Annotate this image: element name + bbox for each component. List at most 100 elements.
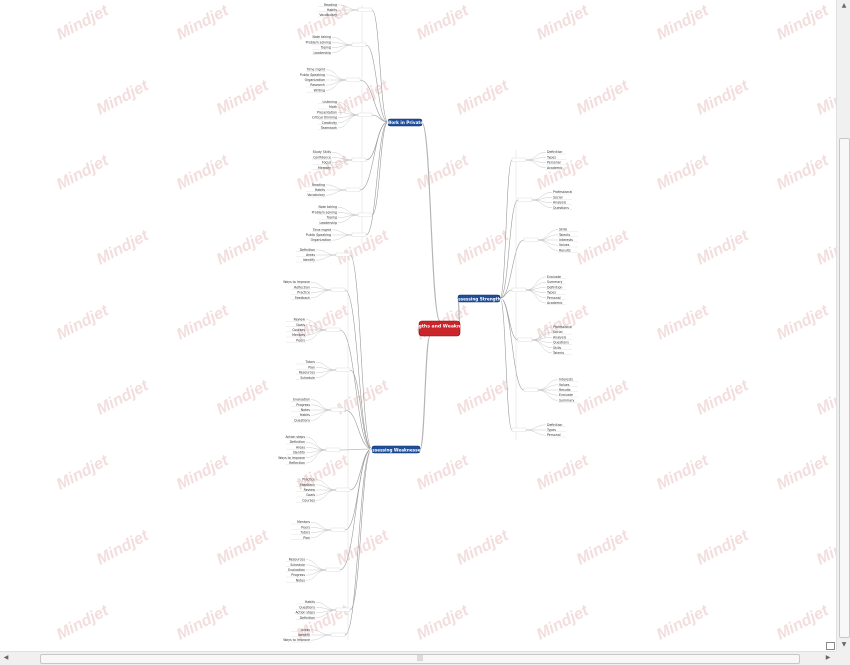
leaf-topic-label: Mentors (297, 520, 310, 524)
leaf-topic-label: Definition (290, 440, 305, 444)
watermark-text: Mindjet (94, 377, 152, 419)
watermark-text: Mindjet (814, 227, 836, 269)
watermark-text: Mindjet (654, 602, 712, 644)
leaf-topic-label: Typing (326, 216, 337, 220)
leaf-topic-label: Plan (308, 365, 315, 369)
leaf-topic-label: Vocabulary (319, 13, 337, 17)
subtopic-box (357, 112, 373, 117)
horizontal-scrollbar[interactable]: ◀ ||| ▶ (0, 651, 836, 665)
watermark-text: Mindjet (334, 77, 392, 119)
leaf-topic-label: Writing (314, 88, 325, 92)
leaf-topic-label: Identify (298, 633, 310, 637)
leaf-topic-label: Time mgmt (312, 228, 332, 232)
topic-work-in-private[interactable]: Work in Private (387, 118, 424, 127)
leaf-topic-label: Habits (315, 188, 326, 192)
leaf-topic-label: Courses (292, 328, 305, 332)
central-topic[interactable]: Strengths and Weaknesses (404, 320, 475, 337)
watermark-text: Mindjet (774, 302, 832, 344)
leaf-topic-label: Identify (303, 258, 315, 262)
watermark-text: Mindjet (774, 452, 832, 494)
watermark-text: Mindjet (534, 2, 592, 44)
watermark-text: Mindjet (774, 152, 832, 194)
watermark-text: Mindjet (654, 302, 712, 344)
leaf-topic-label: Interests (559, 378, 573, 382)
leaf-topic-label: Personal (547, 433, 561, 437)
leaf-topic-label: Analysis (553, 335, 566, 339)
leaf-topic-label: Public Speaking (300, 73, 325, 77)
leaf-topic-label: Resources (289, 558, 306, 562)
central-topic-label: Strengths and Weaknesses (404, 324, 475, 330)
leaf-topic-label: Areas (306, 253, 315, 257)
vertical-scrollbar[interactable]: ▲ ▼ (836, 0, 850, 651)
watermark-text: Mindjet (454, 227, 512, 269)
leaf-topic-label: Types (546, 428, 556, 432)
horizontal-scroll-thumb[interactable]: ||| (40, 654, 800, 664)
leaf-topic-label: Definition (547, 150, 562, 154)
subtopic-box (345, 77, 361, 82)
scroll-down-icon[interactable]: ▼ (841, 641, 847, 648)
leaf-topic-label: Reading (324, 3, 337, 7)
leaf-topic-label: Identify (293, 451, 305, 455)
leaf-topic-label: Peers (301, 525, 310, 529)
watermark-text: Mindjet (214, 527, 272, 569)
leaf-topic-label: Time mgmt (306, 68, 326, 72)
subtopic-box (511, 157, 527, 162)
leaf-topic-label: Evaluate (547, 275, 561, 279)
leaf-topic-label: Focus (322, 161, 331, 165)
watermark-text: Mindjet (574, 377, 632, 419)
leaf-topic-label: Results (559, 388, 571, 392)
leaf-topic-label: Definition (547, 285, 562, 289)
leaf-topic-label: Public Speaking (306, 233, 331, 237)
leaf-topic-label: Math (329, 105, 337, 109)
scroll-left-icon[interactable]: ◀ (3, 654, 9, 661)
leaf-topic-label: Professional (553, 190, 572, 194)
leaf-topic-label: Evaluate (559, 393, 573, 397)
vertical-scroll-thumb[interactable] (839, 138, 850, 638)
topic-assessing-strengths[interactable]: Assessing Strengths (455, 294, 504, 303)
scroll-right-icon[interactable]: ▶ (825, 654, 831, 661)
leaf-topic-label: Talents (558, 233, 570, 237)
leaf-topic-label: Social (553, 195, 563, 199)
leaf-topic-label: Schedule (290, 563, 305, 567)
leaf-topic-label: Habits (305, 600, 316, 604)
leaf-topic-label: Professional (553, 325, 572, 329)
leaf-topic-label: Evaluation (288, 568, 305, 572)
leaf-topic-label: Summary (559, 398, 575, 402)
leaf-topic-label: Organization (311, 238, 331, 242)
watermark-text: Mindjet (534, 452, 592, 494)
leaf-topic-label: Goals (306, 493, 315, 497)
topic-assessing-weaknesses[interactable]: Assessing Weaknesses (369, 445, 423, 454)
leaf-topic-label: Research (310, 83, 325, 87)
subtopic-box (523, 237, 539, 242)
watermark-text: Mindjet (574, 77, 632, 119)
leaf-topic-label: Note taking (312, 35, 331, 39)
watermark-text: Mindjet (414, 602, 472, 644)
watermark-text: Mindjet (54, 602, 112, 644)
scroll-up-icon[interactable]: ▲ (841, 2, 847, 9)
subtopic-box (330, 632, 346, 637)
leaf-topic-label: Habits (300, 413, 311, 417)
leaf-topic-label: Summary (547, 280, 563, 284)
leaf-topic-label: Leadership (313, 51, 331, 55)
leaf-topic-label: Memory (318, 166, 331, 170)
subtopic-box (351, 157, 367, 162)
leaf-topic-label: Feedback (300, 483, 315, 487)
watermark-text: Mindjet (414, 452, 472, 494)
watermark-text: Mindjet (174, 602, 232, 644)
watermark-text: Mindjet (214, 377, 272, 419)
subtopic-box (325, 327, 341, 332)
watermark-text: Mindjet (414, 152, 472, 194)
fit-map-button[interactable] (826, 642, 835, 650)
leaf-topic-label: Tutors (304, 360, 315, 364)
leaf-topic-label: Personal (547, 296, 561, 300)
subtopic-box (357, 212, 373, 217)
leaf-topic-label: Notes (301, 408, 311, 412)
watermark-text: Mindjet (174, 452, 232, 494)
watermark-text: Mindjet (94, 527, 152, 569)
subtopic-box (330, 407, 346, 412)
leaf-topic-label: Mentors (292, 333, 305, 337)
leaf-topic-label: Skills (553, 346, 562, 350)
leaf-topic-label: Definition (547, 423, 562, 427)
